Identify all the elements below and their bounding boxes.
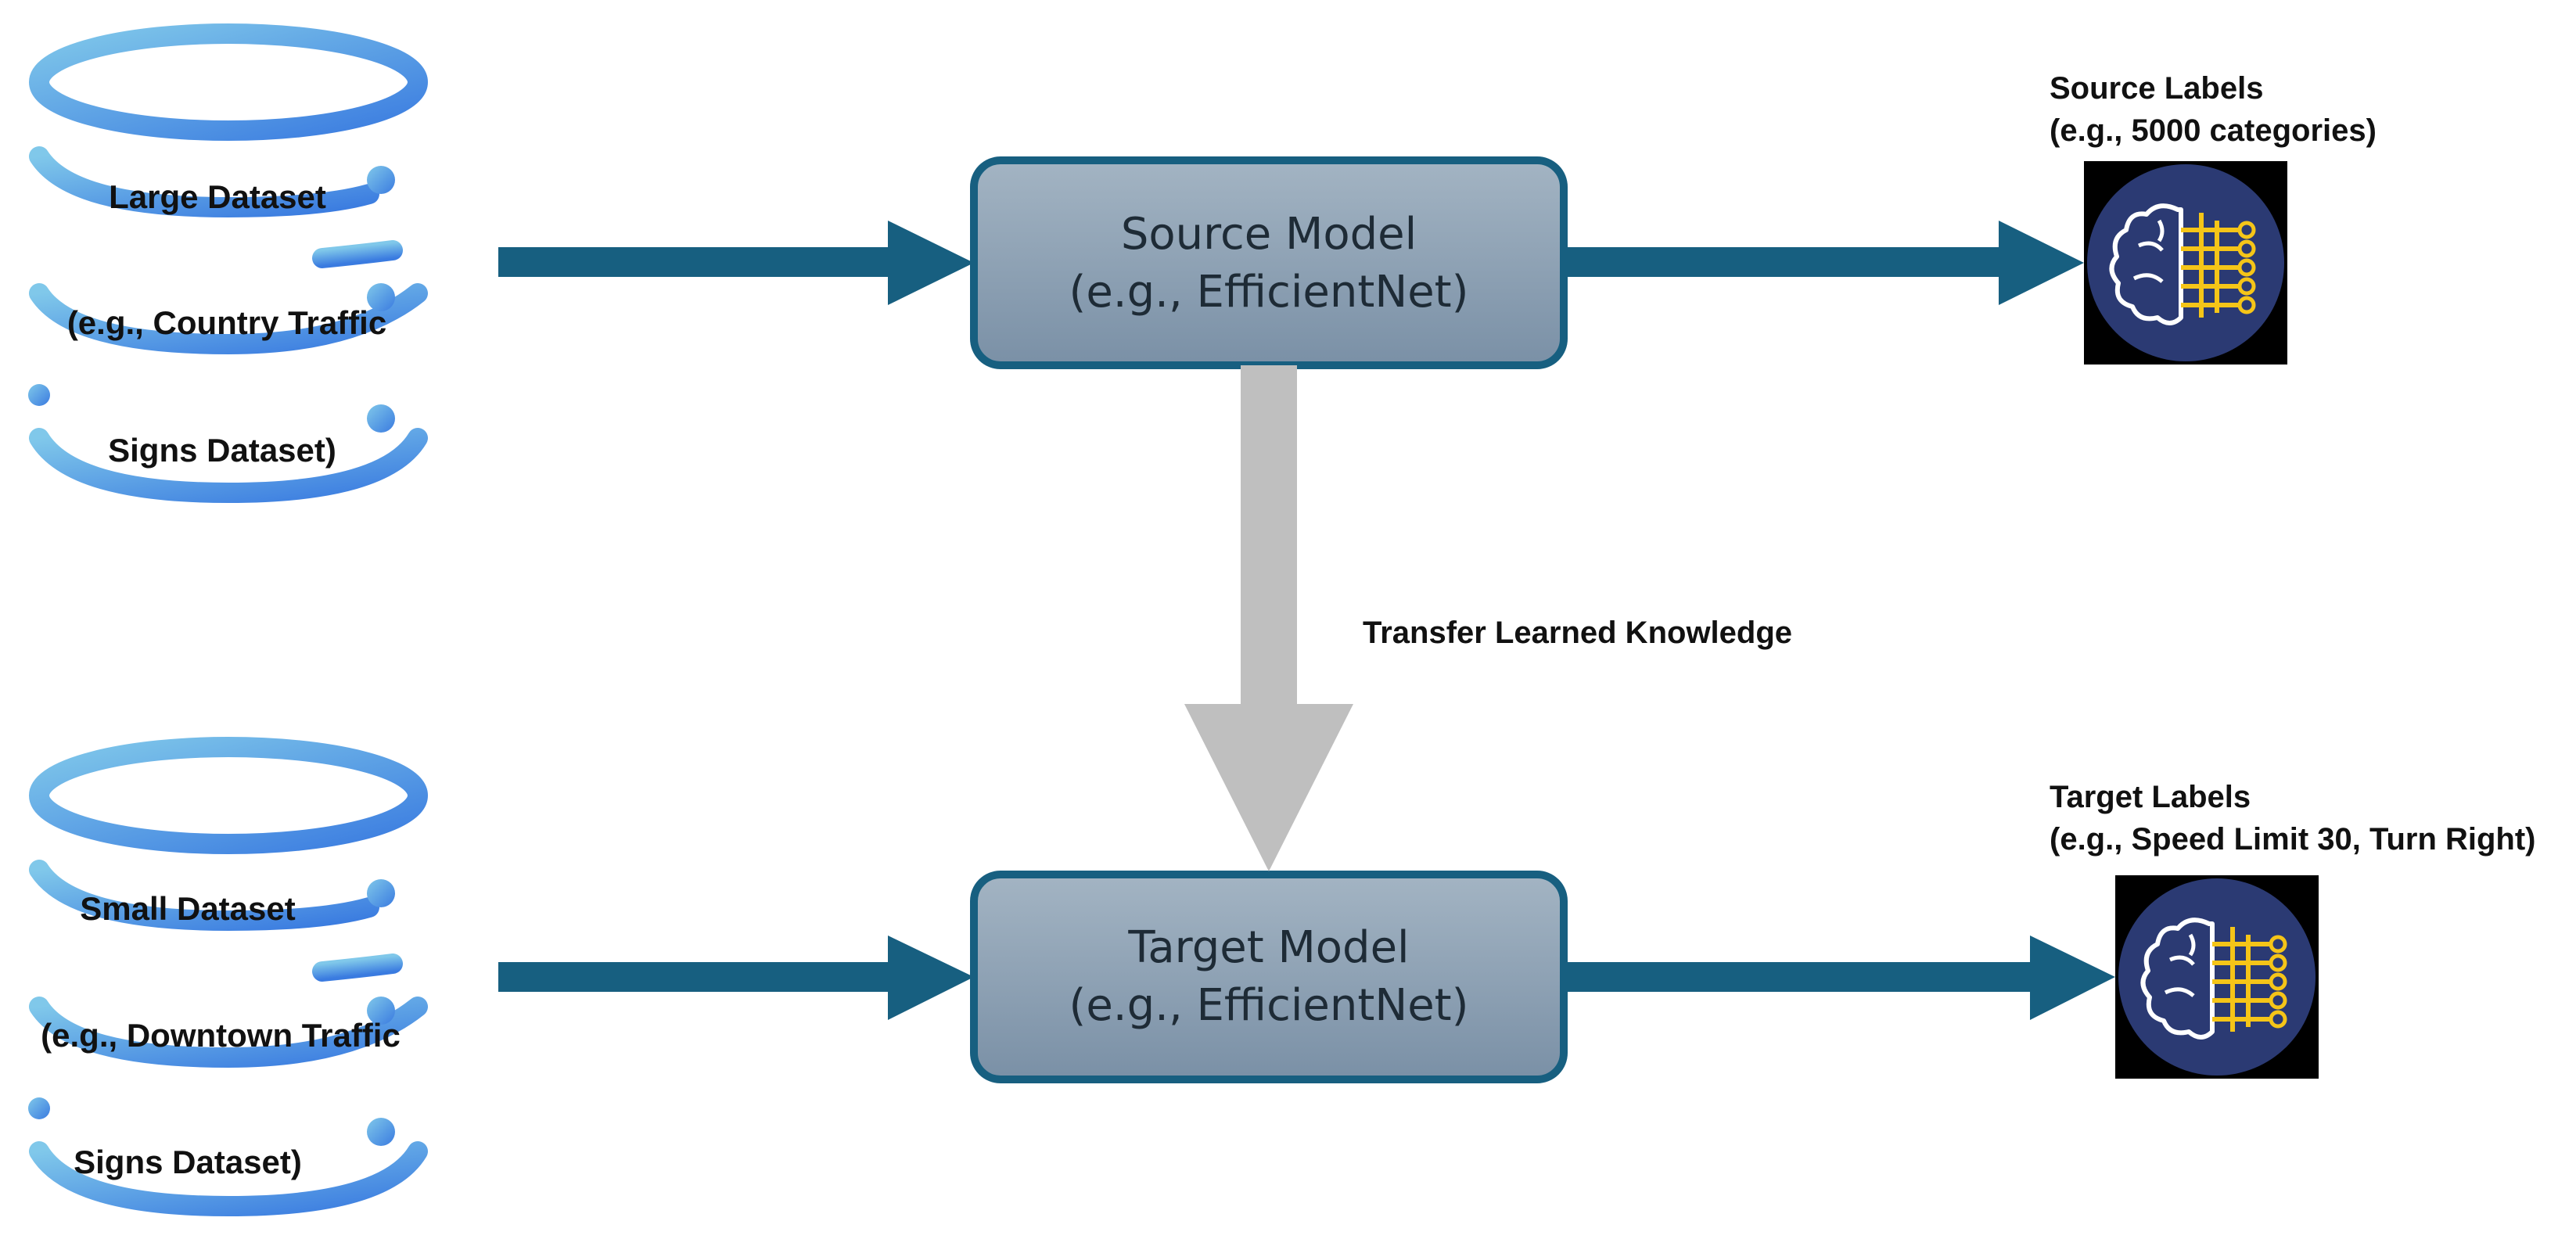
arrow-source-model-to-labels	[1564, 221, 2084, 305]
database-icon	[28, 747, 418, 1206]
target-dataset-line1: Small Dataset	[80, 890, 295, 927]
source-model-box: Source Model (e.g., EfficientNet)	[970, 156, 1568, 369]
source-dataset: Large Dataset (e.g., Country Traffic Sig…	[28, 34, 418, 493]
ai-brain-icon	[2084, 161, 2287, 365]
source-dataset-line2: (e.g., Country Traffic	[67, 304, 386, 341]
arrow-dataset-to-source-model	[498, 221, 974, 305]
target-dataset: Small Dataset (e.g., Downtown Traffic Si…	[28, 747, 418, 1206]
target-labels-subtitle: (e.g., Speed Limit 30, Turn Right)	[2050, 822, 2536, 857]
target-labels: Target Labels (e.g., Speed Limit 30, Tur…	[2050, 780, 2536, 1079]
target-model-subtitle: (e.g., EfficientNet)	[1069, 980, 1469, 1031]
target-dataset-line3: Signs Dataset)	[74, 1144, 302, 1180]
arrow-target-model-to-labels	[1564, 936, 2115, 1020]
source-labels-subtitle: (e.g., 5000 categories)	[2050, 113, 2377, 148]
arrow-dataset-to-target-model	[498, 936, 974, 1020]
source-labels: Source Labels (e.g., 5000 categories)	[2050, 71, 2377, 365]
source-labels-title: Source Labels	[2050, 71, 2263, 106]
ai-brain-icon	[2115, 875, 2319, 1079]
target-model-title: Target Model	[1127, 922, 1409, 973]
transfer-label: Transfer Learned Knowledge	[1363, 616, 1792, 650]
source-model-subtitle: (e.g., EfficientNet)	[1069, 267, 1469, 318]
source-dataset-line1: Large Dataset	[109, 178, 326, 215]
target-labels-title: Target Labels	[2050, 780, 2251, 814]
target-dataset-line2: (e.g., Downtown Traffic	[41, 1017, 401, 1054]
database-icon	[28, 34, 418, 493]
transfer-arrow	[1184, 365, 1353, 871]
target-model-box: Target Model (e.g., EfficientNet)	[970, 871, 1568, 1083]
source-model-title: Source Model	[1121, 209, 1417, 260]
source-dataset-line3: Signs Dataset)	[108, 432, 336, 469]
